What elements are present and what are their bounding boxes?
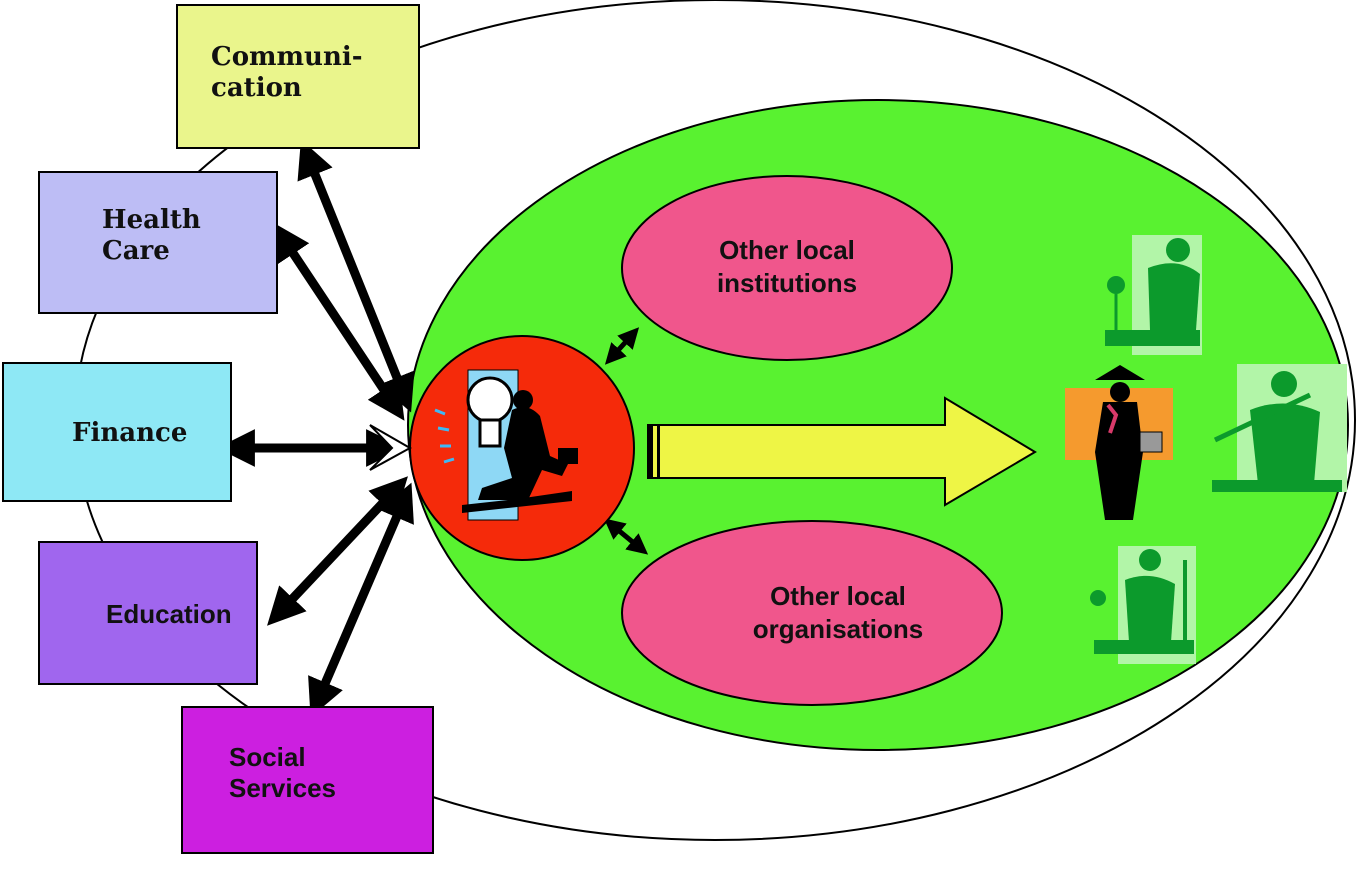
finance-box: Finance xyxy=(2,362,232,502)
education-box: Education xyxy=(38,541,258,685)
farmer-watering-icon xyxy=(1105,235,1202,355)
farmer-raking-icon xyxy=(1212,364,1347,492)
arrow-to-institutions xyxy=(604,327,640,365)
farmer-woman-icon xyxy=(1065,365,1173,520)
communication-box: Communi- cation xyxy=(176,4,420,149)
other-local-organisations-ellipse xyxy=(621,520,1003,706)
hub-point xyxy=(369,424,413,471)
other-local-institutions-label: Other local institutions xyxy=(716,235,858,298)
arrow-to-organisations xyxy=(603,518,649,555)
social-services-box: Social Services xyxy=(181,706,434,854)
finance-label: Finance xyxy=(72,418,188,448)
health-care-label: Health Care xyxy=(102,205,201,267)
arrow-health-care xyxy=(272,222,405,421)
arrow-social-services xyxy=(308,482,414,718)
social-services-label: Social Services xyxy=(229,742,336,804)
sector-arrows xyxy=(217,139,415,718)
farmer-pitchfork-icon xyxy=(1090,546,1196,664)
communication-label: Communi- cation xyxy=(211,42,363,104)
development-arrow xyxy=(647,396,1037,507)
entrepreneur-lightbulb-icon xyxy=(434,369,578,521)
other-local-institutions-ellipse xyxy=(621,175,953,361)
health-care-box: Health Care xyxy=(38,171,278,314)
education-label: Education xyxy=(106,599,232,629)
other-local-organisations-label: Other local organisations xyxy=(752,581,924,644)
